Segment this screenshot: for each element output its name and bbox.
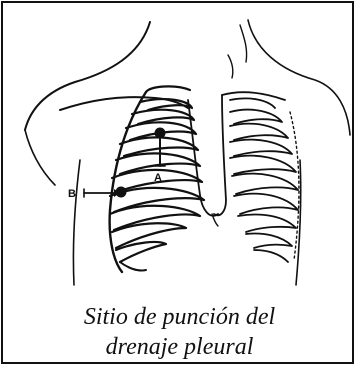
- figure-caption: Sitio de punción del drenaje pleural: [0, 302, 359, 362]
- clavicles: [60, 92, 285, 110]
- marker-a: A: [154, 128, 166, 185]
- marker-a-label: A: [154, 172, 162, 184]
- marker-b-label: B: [68, 188, 76, 200]
- right-rib-cage: [230, 98, 299, 262]
- caption-line-2: drenaje pleural: [0, 332, 359, 362]
- body-outline: [25, 20, 350, 285]
- caption-line-1: Sitio de punción del: [0, 302, 359, 332]
- marker-a-dot: [155, 128, 166, 139]
